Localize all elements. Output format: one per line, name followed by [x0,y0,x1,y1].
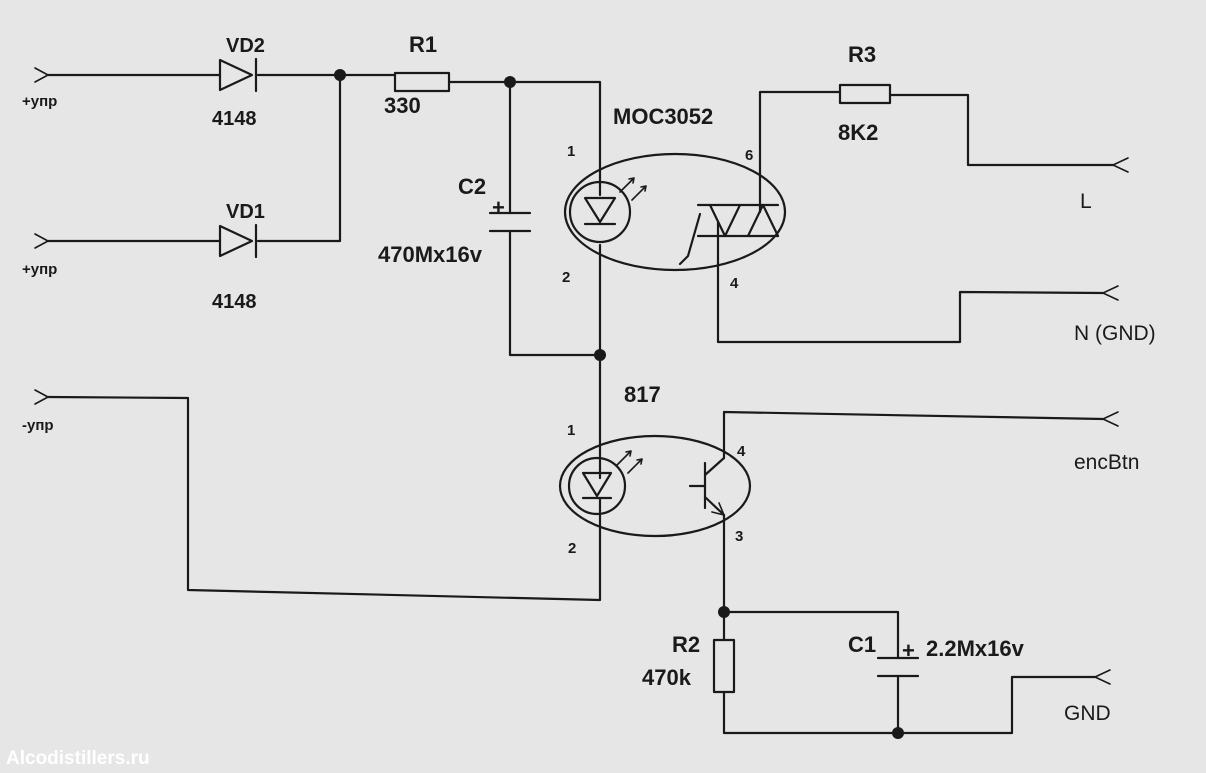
c1-plus: + [902,638,915,663]
pc817-pin3: 3 [735,528,743,545]
moc-ref: MOC3052 [613,104,713,129]
port-gnd: GND [1064,669,1111,725]
c2-plus: + [492,195,505,220]
r2-ref: R2 [672,632,700,657]
pc817-pin2: 2 [568,540,576,557]
junctions [334,69,904,739]
r2-value: 470k [642,665,692,690]
optotriac-moc3052: 1 2 6 4 MOC3052 [562,104,787,292]
capacitor-c2: + C2 470Mx16v [378,174,532,267]
port-L: L [1080,157,1129,213]
c1-ref: C1 [848,632,876,657]
r3-ref: R3 [848,42,876,67]
port-plus-control-1-label: +упр [22,93,57,110]
wires [46,73,1115,735]
moc-pin4: 4 [730,275,739,292]
capacitor-c1: + C1 2.2Mx16v [848,632,1025,678]
diode-vd2: VD2 4148 [212,35,265,130]
vd2-value: 4148 [212,108,257,130]
port-L-label: L [1080,190,1092,213]
pc817-pin1: 1 [567,422,575,439]
port-N-gnd: N (GND) [1074,285,1156,345]
port-encbtn: encBtn [1074,411,1139,474]
r1-value: 330 [384,93,421,118]
port-plus-control-2-label: +упр [22,261,57,278]
pc817-pin4: 4 [737,443,746,460]
pc817-ref: 817 [624,382,661,407]
moc-pin6: 6 [745,147,753,164]
vd1-value: 4148 [212,291,257,313]
resistor-r1: R1 330 [384,32,451,118]
resistor-r3: R3 8K2 [838,42,892,145]
r1-ref: R1 [409,32,437,57]
optocoupler-817: 1 2 4 3 817 [558,382,752,557]
vd2-ref: VD2 [226,35,265,57]
r3-value: 8K2 [838,120,878,145]
c2-ref: C2 [458,174,486,199]
vd1-ref: VD1 [226,201,265,223]
port-minus-control-label: -упр [22,417,54,434]
c2-value: 470Mx16v [378,242,483,267]
port-N-gnd-label: N (GND) [1074,322,1156,345]
resistor-r2: R2 470k [642,632,736,694]
port-gnd-label: GND [1064,702,1111,725]
diode-vd1: VD1 4148 [212,201,265,313]
port-encbtn-label: encBtn [1074,451,1139,474]
moc-pin2: 2 [562,269,570,286]
moc-pin1: 1 [567,143,575,160]
c1-value: 2.2Mx16v [926,636,1025,661]
watermark: Alcodistillers.ru [6,748,150,769]
